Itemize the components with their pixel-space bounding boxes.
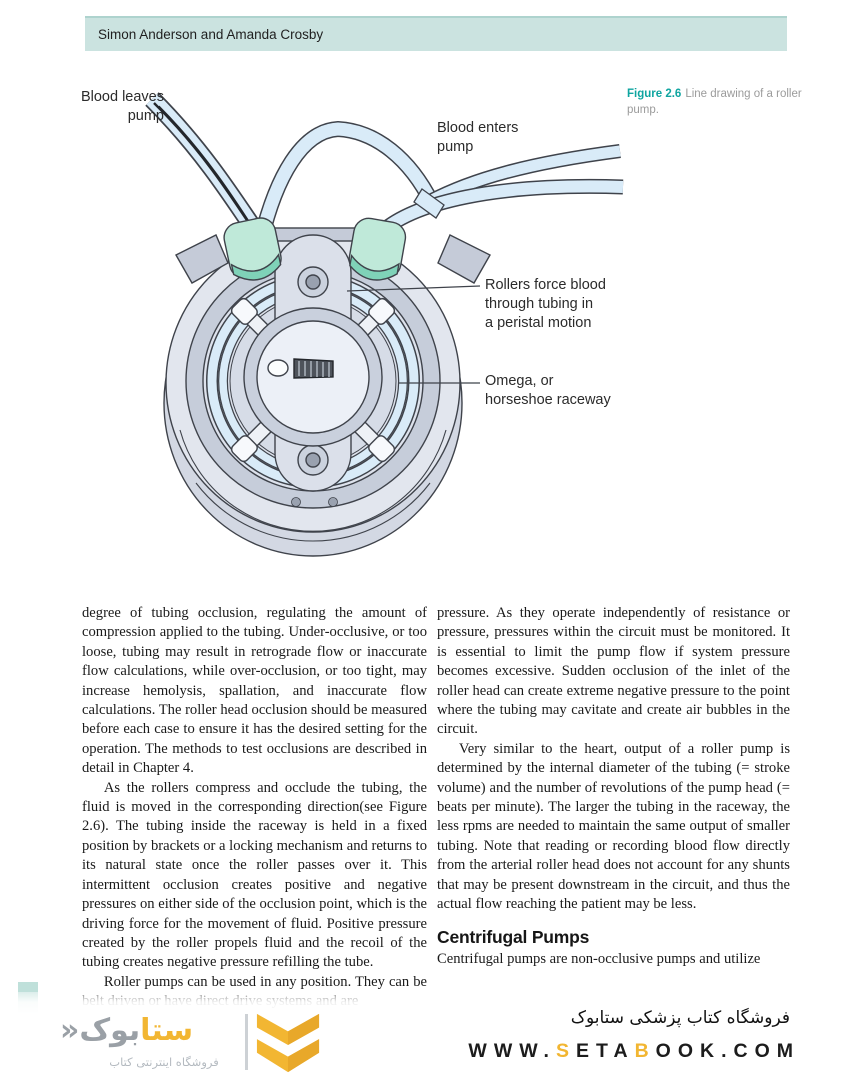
paragraph: Very similar to the heart, output of a r… [437, 740, 790, 913]
label-omega-raceway: Omega, or horseshoe raceway [485, 373, 611, 408]
speed-knob [293, 358, 334, 379]
section-heading: Centrifugal Pumps [437, 926, 590, 947]
paragraph: Centrifugal pumps are non-occlusive pump… [437, 950, 761, 967]
tube-clamp-left [223, 217, 282, 281]
rim-screw [328, 497, 338, 507]
paragraph: degree of tubing occlusion, regulating t… [82, 605, 428, 777]
leader-lines [346, 285, 481, 384]
paragraph: As the rollers compress and occlude the … [82, 779, 427, 971]
label-blood-leaves-pump: Blood leaves pump [80, 89, 164, 124]
figure-caption-text: Line drawing of a roller pump. [627, 88, 802, 116]
right-column: pressure. As they operate independently … [437, 604, 790, 969]
paragraph: pressure. As they operate independently … [437, 605, 790, 738]
label-rollers: Rollers force blood through tubing in a … [485, 277, 606, 331]
label-blood-enters-pump: Blood enters pump [437, 120, 519, 155]
authors: Simon Anderson and Amanda Crosby [98, 27, 324, 42]
tube-connector [413, 188, 445, 219]
page-header: Simon Anderson and Amanda Crosby [85, 16, 787, 51]
rim-screw [291, 497, 301, 507]
tube-clamp-right [348, 217, 407, 281]
figure-caption-number: Figure 2.6 [627, 88, 682, 100]
roller-pump-illustration [145, 92, 624, 557]
rotor-hub [243, 307, 383, 447]
left-column: degree of tubing occlusion, regulating t… [82, 604, 427, 1012]
loop-tube [253, 120, 440, 242]
watermark-band [0, 992, 844, 1080]
